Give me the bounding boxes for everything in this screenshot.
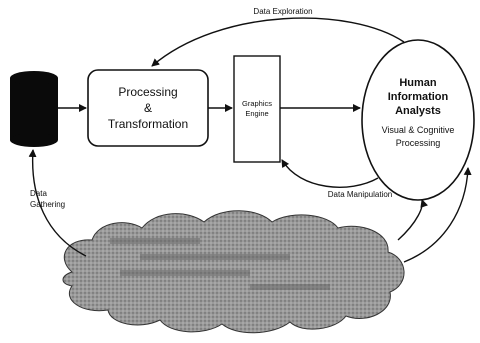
data-exploration-arrow: [151, 17, 405, 67]
cloud-to-analyst-arrow-1: [397, 199, 428, 241]
processing-label-line1: Processing: [118, 85, 177, 99]
cloud-to-analyst-arrow-2: [403, 167, 472, 263]
processing-label-line3: Transformation: [108, 117, 188, 131]
analyst-label-line2: Information: [388, 91, 449, 103]
database-icon: [10, 71, 58, 147]
analyst-label-line5: Processing: [396, 138, 441, 148]
analyst-label-line3: Analysts: [395, 105, 441, 117]
data-gathering-arrow: [28, 149, 87, 257]
data-manipulation-arrow: [281, 159, 379, 188]
human-analysts-ellipse: Human Information Analysts Visual & Cogn…: [361, 39, 475, 201]
data-manipulation-label: Data Manipulation: [328, 190, 392, 199]
data-gathering-label-line2: Gathering: [30, 200, 65, 209]
data-exploration-label: Data Exploration: [253, 7, 312, 16]
data-gathering-label-line1: Data: [30, 189, 47, 198]
analyst-label-line4: Visual & Cognitive: [382, 125, 455, 135]
graphics-engine-box: Graphics Engine: [233, 55, 281, 163]
graphics-label-line2: Engine: [245, 109, 268, 118]
processing-transformation-box: Processing & Transformation: [87, 69, 209, 147]
data-source-cloud: [62, 210, 405, 334]
graphics-label-line1: Graphics: [242, 99, 272, 108]
processing-label-line2: &: [144, 101, 152, 115]
analyst-label-line1: Human: [399, 77, 437, 89]
